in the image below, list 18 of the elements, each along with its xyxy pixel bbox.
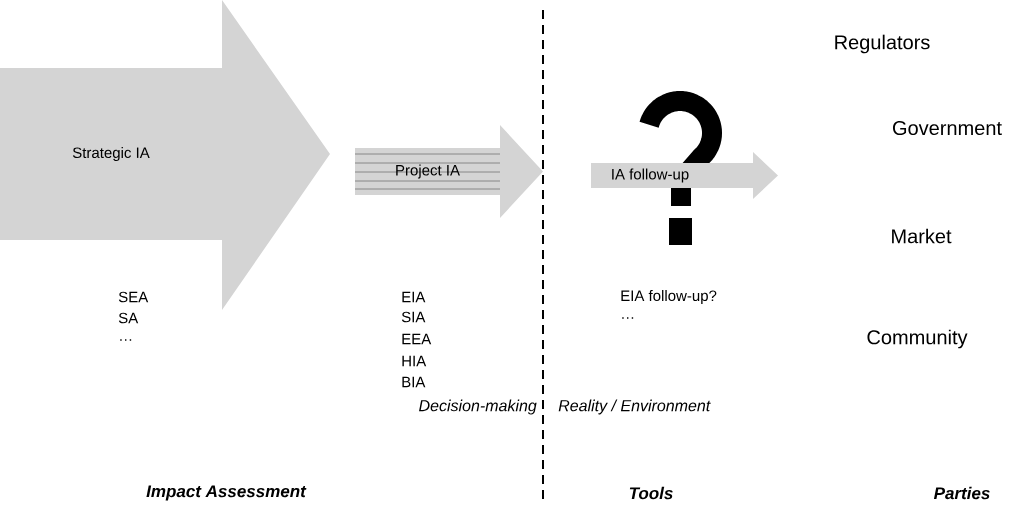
column-heading: Tools — [629, 486, 673, 500]
column-heading: Impact Assessment — [146, 485, 307, 501]
party-label: Regulators — [835, 34, 930, 54]
zone-label: Reality / Environment — [558, 399, 711, 415]
list-item: EEA — [402, 333, 432, 345]
list-item: … — [120, 339, 132, 341]
list-item: SIA — [401, 311, 426, 323]
list-item: BIA — [402, 376, 426, 388]
list-item: HIA — [402, 355, 427, 367]
list-item: … — [622, 317, 634, 319]
party-label: Government — [893, 120, 1002, 136]
party-label: Community — [867, 329, 968, 349]
list-item: EIA follow-up? — [621, 290, 717, 304]
column-heading: Parties — [933, 486, 990, 500]
zone-label: Decision-making — [419, 399, 537, 415]
list-item: EIA — [402, 291, 426, 303]
party-label: Market — [892, 228, 952, 244]
list-item: SEA — [118, 291, 149, 303]
